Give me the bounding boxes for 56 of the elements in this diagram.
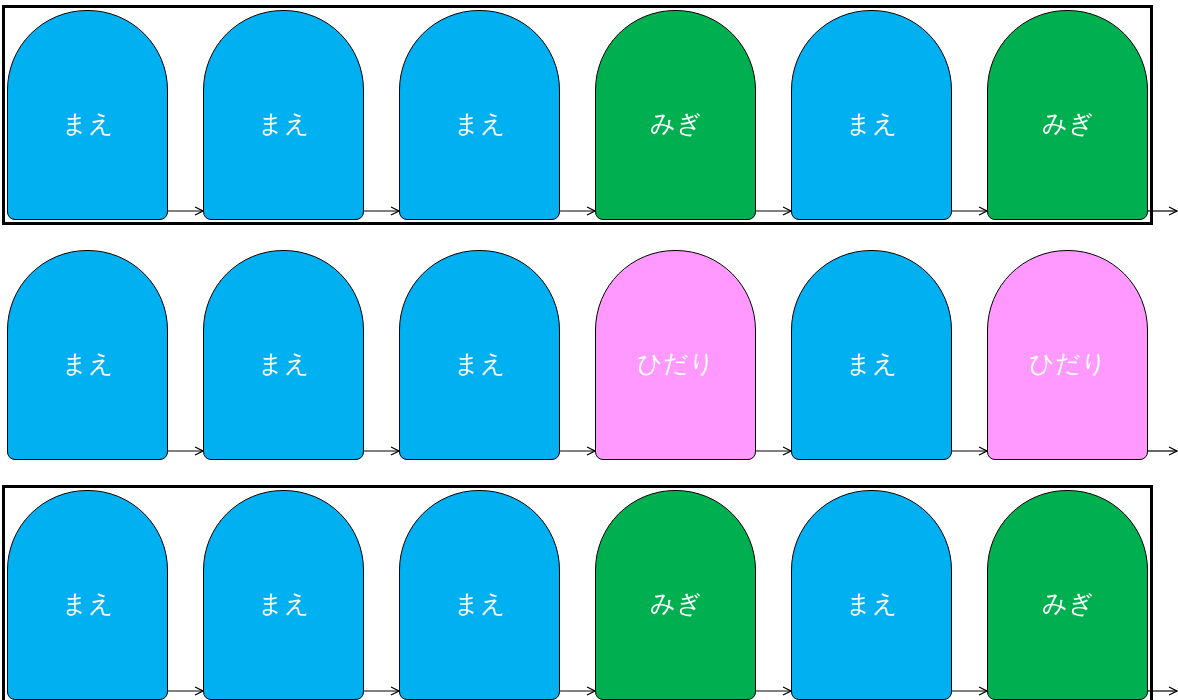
arrow	[559, 446, 596, 456]
group-frame	[2, 5, 1153, 225]
node-label: まえ	[845, 587, 898, 620]
arrow	[755, 686, 792, 696]
arch-box	[399, 490, 560, 700]
arrow	[951, 446, 988, 456]
arrow	[363, 446, 400, 456]
arrow	[1147, 686, 1178, 696]
arrow	[1147, 446, 1178, 456]
node-label: まえ	[845, 107, 898, 140]
arch-box	[203, 250, 364, 460]
arch-box	[595, 10, 756, 220]
arch-box	[399, 250, 560, 460]
arch-box	[203, 490, 364, 700]
arch-box	[595, 250, 756, 460]
arch-box	[791, 10, 952, 220]
node-label: まえ	[453, 347, 506, 380]
node-label: まえ	[453, 587, 506, 620]
arch-box	[203, 10, 364, 220]
node-label: まえ	[257, 347, 310, 380]
arch-box	[595, 490, 756, 700]
node-label: みぎ	[1041, 107, 1094, 140]
arch-box	[399, 10, 560, 220]
node-label: ひだり	[1028, 347, 1107, 380]
arch-box	[7, 10, 168, 220]
node-label: まえ	[845, 347, 898, 380]
arrow	[559, 206, 596, 216]
arrow	[363, 206, 400, 216]
node-label: みぎ	[649, 587, 702, 620]
arrow	[951, 206, 988, 216]
arrow	[1147, 206, 1178, 216]
arch-box	[987, 10, 1148, 220]
node-label: まえ	[453, 107, 506, 140]
arrow	[363, 686, 400, 696]
node-label: みぎ	[1041, 587, 1094, 620]
node-label: まえ	[61, 107, 114, 140]
arch-box	[7, 490, 168, 700]
arrow	[167, 206, 204, 216]
arrow	[167, 686, 204, 696]
node-label: まえ	[257, 107, 310, 140]
arch-box	[987, 250, 1148, 460]
group-frame	[2, 485, 1153, 700]
arrow	[755, 206, 792, 216]
node-label: まえ	[257, 587, 310, 620]
arrow	[559, 686, 596, 696]
node-label: まえ	[61, 347, 114, 380]
arch-box	[987, 490, 1148, 700]
node-label: まえ	[61, 587, 114, 620]
node-label: みぎ	[649, 107, 702, 140]
arch-box	[791, 250, 952, 460]
arrow	[951, 686, 988, 696]
arrow	[755, 446, 792, 456]
node-label: ひだり	[636, 347, 715, 380]
arch-box	[7, 250, 168, 460]
arrow	[167, 446, 204, 456]
arch-box	[791, 490, 952, 700]
